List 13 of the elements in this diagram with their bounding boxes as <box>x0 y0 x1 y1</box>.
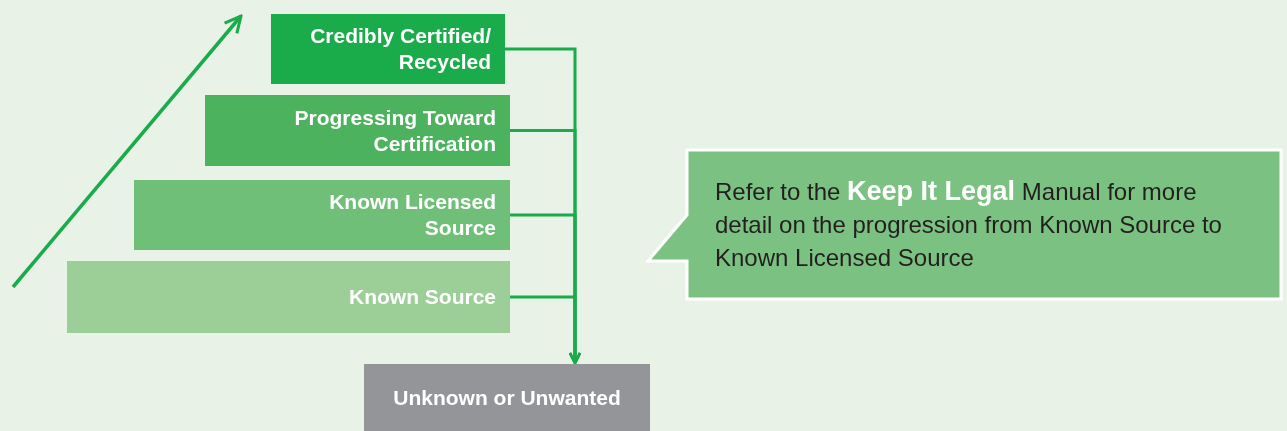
speech-bubble <box>645 148 1283 301</box>
stage-label: Known Source <box>349 284 496 310</box>
stage-box <box>271 14 505 84</box>
stage-box <box>205 95 510 166</box>
stage-label: Known Licensed Source <box>328 189 496 241</box>
outcome-label: Unknown or Unwanted <box>393 384 621 411</box>
stage-box <box>134 180 510 250</box>
stage-label: Progressing Toward Certification <box>293 104 496 157</box>
stage-box <box>67 261 510 333</box>
callout-text: Refer to the Keep It Legal Manual for more detail on the progression from Known Source to Known Licensed Source <box>714 175 1223 273</box>
outcome-box <box>364 364 650 431</box>
connector-arrow <box>510 295 582 365</box>
stage-label: Credibly Certified/ Recycled <box>309 23 491 75</box>
